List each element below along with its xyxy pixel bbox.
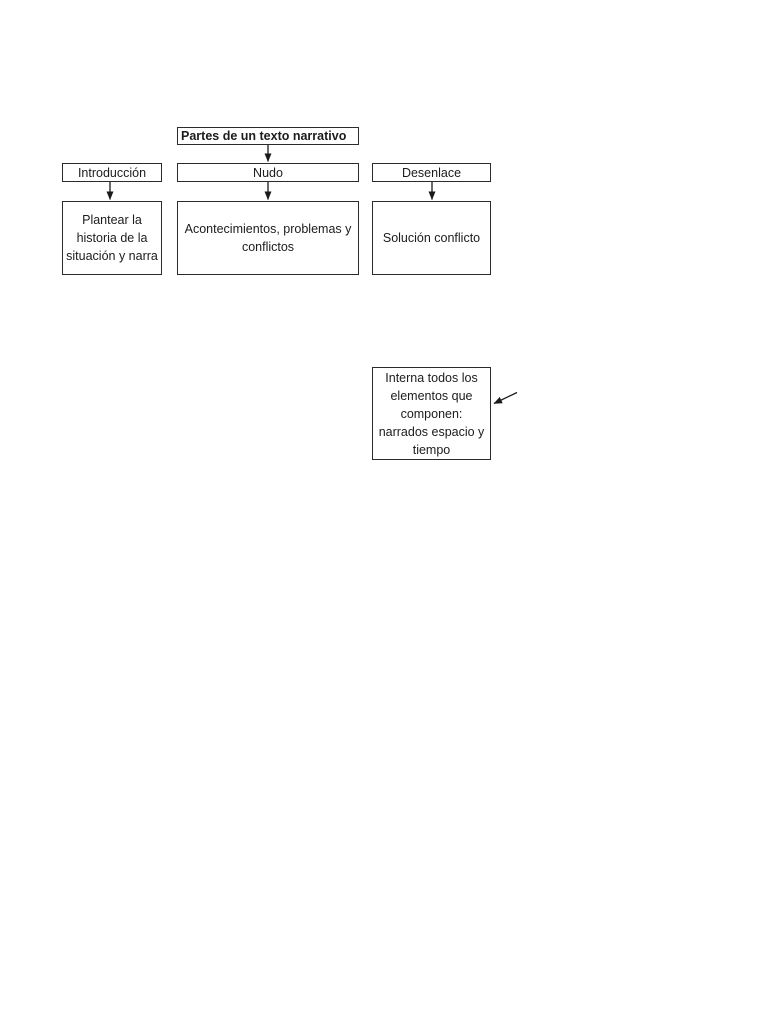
note-box: Interna todos los elementos que componen… <box>372 367 491 460</box>
detail-text-introduccion: Plantear la historia de la situación y n… <box>66 213 158 263</box>
detail-box-desenlace: Solución conflicto <box>372 201 491 275</box>
note-pointer-arrow <box>493 391 518 405</box>
note-text: Interna todos los elementos que componen… <box>378 370 485 457</box>
header-label-nudo: Nudo <box>253 165 283 180</box>
diagram-title: Partes de un texto narrativo <box>181 129 347 143</box>
header-label-desenlace: Desenlace <box>401 165 462 180</box>
header-box-introduccion: Introducción <box>62 163 162 182</box>
detail-text-nudo: Acontecimientos, problemas y conflictos <box>184 222 352 254</box>
title-box: Partes de un texto narrativo <box>177 127 359 145</box>
header-label-introduccion: Introducción <box>77 165 147 180</box>
detail-box-introduccion: Plantear la historia de la situación y n… <box>62 201 162 275</box>
header-box-nudo: Nudo <box>177 163 359 182</box>
detail-text-desenlace: Solución conflicto <box>382 231 481 245</box>
detail-box-nudo: Acontecimientos, problemas y conflictos <box>177 201 359 275</box>
header-box-desenlace: Desenlace <box>372 163 491 182</box>
